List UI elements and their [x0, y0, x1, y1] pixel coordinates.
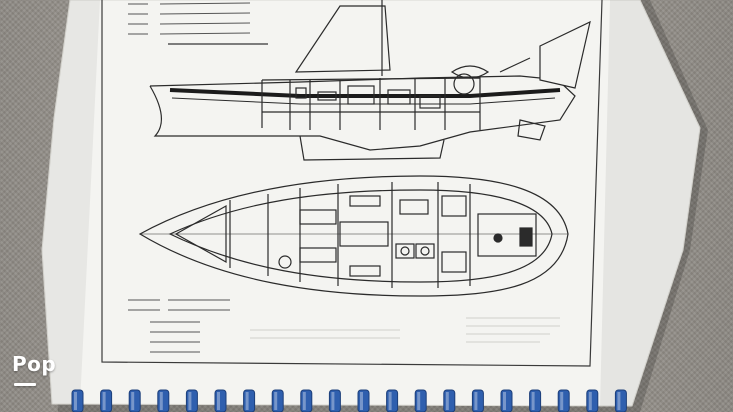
binding-coil-highlight — [102, 392, 106, 410]
binding-coil — [586, 389, 599, 412]
watermark-text: Pop — [12, 352, 57, 376]
binding-coil-highlight — [74, 392, 77, 410]
drawing-border — [101, 0, 603, 367]
spiral-binding — [71, 389, 627, 412]
watermark-underline — [14, 383, 36, 386]
binding-coil-highlight — [274, 392, 278, 410]
binding-coil-highlight — [388, 392, 392, 410]
binding-coil-highlight — [531, 392, 535, 410]
binding-coil-highlight — [131, 392, 135, 410]
binding-coil — [529, 389, 542, 412]
binding-coil — [128, 389, 141, 412]
binding-coil — [214, 389, 227, 412]
binding-coil — [243, 389, 256, 412]
binding-coil — [386, 389, 399, 412]
binding-coil-highlight — [360, 392, 363, 410]
bottom-legend-lines — [128, 299, 230, 353]
binding-coil — [71, 389, 84, 412]
binding-coil-highlight — [588, 392, 592, 410]
binding-coil-highlight — [560, 392, 564, 410]
print-through-marks — [250, 317, 560, 343]
binding-coil — [271, 389, 284, 412]
plan-view-drawing — [138, 175, 569, 297]
binding-coil-highlight — [245, 392, 249, 410]
binding-coil — [557, 389, 570, 412]
binding-coil — [414, 389, 427, 412]
binding-coil — [157, 389, 170, 412]
binding-coil-highlight — [217, 392, 220, 410]
binding-coil-highlight — [331, 392, 335, 410]
binding-coil — [471, 389, 484, 412]
pop-watermark-logo: Pop — [12, 352, 56, 376]
binding-coil-highlight — [417, 392, 421, 410]
legend-lines — [128, 2, 268, 45]
binding-coil-highlight — [159, 392, 163, 410]
binding-coil — [100, 389, 113, 412]
binding-coil — [443, 389, 456, 412]
binding-coil-highlight — [302, 392, 306, 410]
binding-coil — [614, 389, 627, 412]
binding-coil — [328, 389, 341, 412]
binding-coil — [185, 389, 198, 412]
binding-coil — [500, 389, 513, 412]
binding-coil-highlight — [445, 392, 449, 410]
binding-coil-highlight — [503, 392, 506, 410]
binding-coil-highlight — [617, 392, 621, 410]
binding-coil — [300, 389, 313, 412]
binding-coil-highlight — [474, 392, 478, 410]
side-profile-drawing — [149, 0, 591, 161]
binding-coil — [357, 389, 370, 412]
binding-coil-highlight — [188, 392, 192, 410]
